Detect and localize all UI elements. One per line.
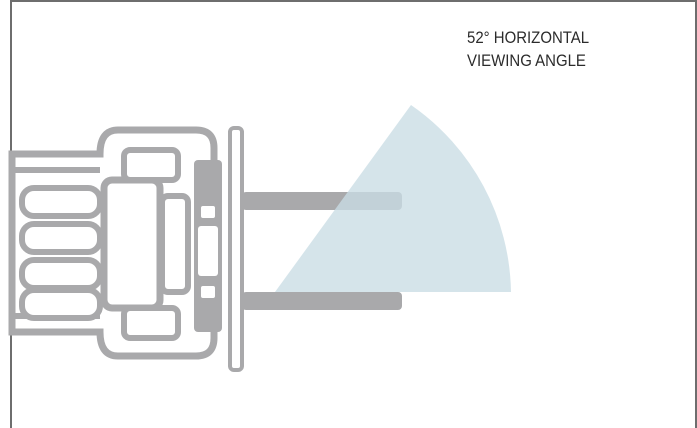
counterweight-block [19, 221, 103, 255]
viewing-angle-cone [275, 105, 511, 292]
forklift-body [8, 126, 222, 360]
caption-line-1: 52° HORIZONTAL [467, 28, 590, 47]
counterweight-block [19, 185, 103, 219]
front-wheel [121, 305, 181, 341]
cab-seat [159, 193, 191, 295]
fork-carriage [228, 126, 244, 372]
counterweight-block [19, 257, 103, 291]
mast-window [198, 226, 218, 276]
counterweight-block [19, 287, 103, 321]
front-wheel [121, 147, 181, 183]
viewing-angle-caption: 52° HORIZONTAL VIEWING ANGLE [467, 26, 589, 72]
mast-slot [201, 206, 215, 218]
mast-slot [201, 286, 215, 298]
fork-lower [242, 292, 402, 310]
caption-line-2: VIEWING ANGLE [467, 51, 586, 70]
operator-cab [100, 176, 164, 312]
